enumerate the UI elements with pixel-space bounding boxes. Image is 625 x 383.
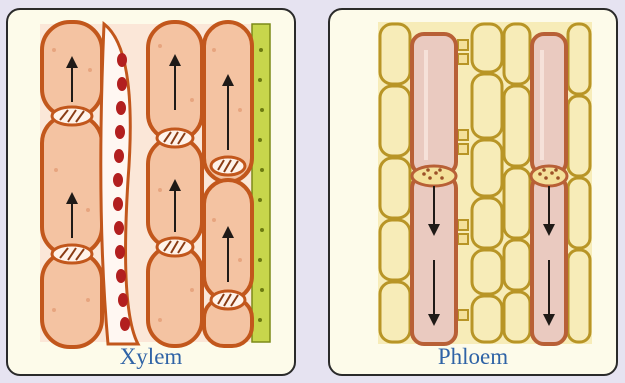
phloem-illustration xyxy=(330,10,618,350)
xylem-illustration xyxy=(8,10,296,350)
sieve-tube-2 xyxy=(531,34,567,344)
sieve-tube-1 xyxy=(412,34,456,344)
xylem-vessel-2 xyxy=(148,22,202,346)
phloem-caption: Phloem xyxy=(330,345,616,368)
phloem-panel: Phloem xyxy=(328,8,618,376)
xylem-vessel-1 xyxy=(42,22,102,347)
xylem-caption: Xylem xyxy=(8,345,294,368)
xylem-panel: Xylem xyxy=(6,8,296,376)
